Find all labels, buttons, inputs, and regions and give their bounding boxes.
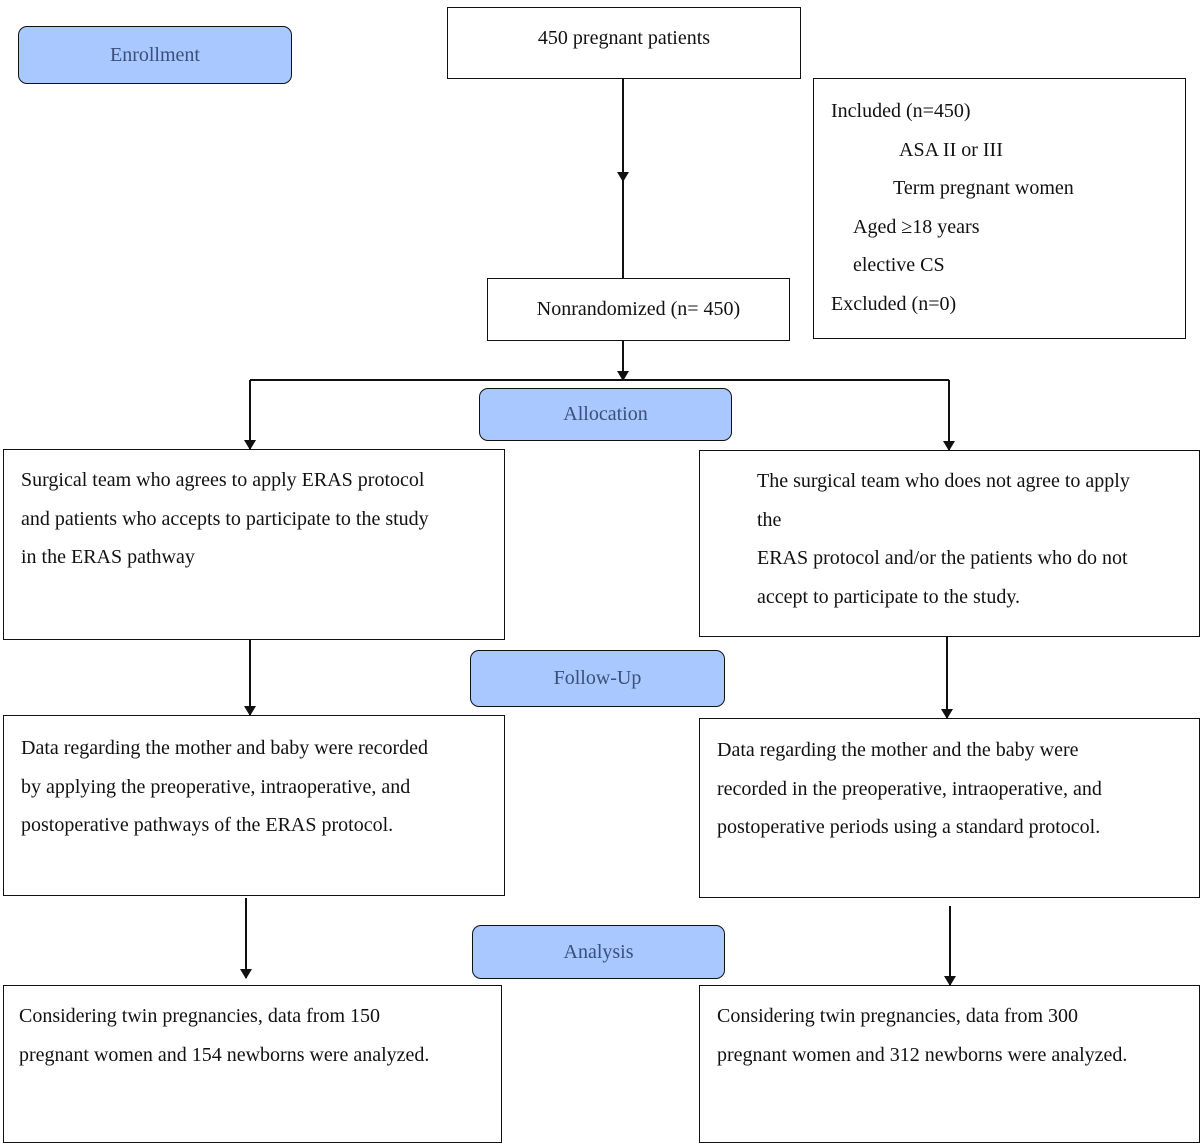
criterion-term: Term pregnant women [893, 177, 1074, 199]
followup-eras-line: by applying the preoperative, intraopera… [21, 775, 411, 798]
allocation-eras-line: and patients who accepts to participate … [21, 507, 429, 530]
allocation-standard-line: accept to participate to the study. [757, 585, 1021, 608]
stage-follow-up: Follow-Up [470, 650, 725, 707]
followup-eras-box: Data regarding the mother and baby were … [3, 715, 505, 896]
allocation-standard-line: the [757, 508, 782, 531]
total-patients-text: 450 pregnant patients [537, 26, 711, 49]
stage-analysis: Analysis [472, 925, 725, 979]
analysis-eras-line: pregnant women and 154 newborns were ana… [19, 1043, 430, 1066]
allocation-eras-box: Surgical team who agrees to apply ERAS p… [3, 449, 505, 640]
analysis-eras-line: Considering twin pregnancies, data from … [19, 1005, 381, 1027]
followup-standard-line: postoperative periods using a standard p… [717, 816, 1101, 838]
stage-allocation: Allocation [479, 388, 732, 441]
analysis-standard-line: Considering twin pregnancies, data from … [717, 1005, 1079, 1027]
included-count: Included (n=450) [831, 100, 971, 122]
followup-eras-line: Data regarding the mother and baby were … [21, 737, 429, 759]
analysis-standard-box: Considering twin pregnancies, data from … [699, 985, 1200, 1143]
followup-eras-line: postoperative pathways of the ERAS proto… [21, 814, 394, 836]
analysis-eras-box: Considering twin pregnancies, data from … [3, 985, 502, 1143]
stage-enrollment: Enrollment [18, 26, 292, 84]
excluded-count: Excluded (n=0) [831, 292, 957, 315]
allocation-standard-line: The surgical team who does not agree to … [757, 470, 1130, 492]
followup-standard-line: recorded in the preoperative, intraopera… [717, 777, 1102, 800]
total-patients-box: 450 pregnant patients [447, 7, 801, 79]
allocation-eras-line: Surgical team who agrees to apply ERAS p… [21, 469, 425, 491]
analysis-standard-line: pregnant women and 312 newborns were ana… [717, 1043, 1128, 1066]
criterion-age: Aged ≥18 years [853, 215, 980, 238]
criterion-asa: ASA II or III [899, 138, 1003, 161]
eligibility-criteria-box: Included (n=450) ASA II or III Term preg… [813, 78, 1186, 339]
nonrandomized-text: Nonrandomized (n= 450) [536, 298, 741, 320]
allocation-eras-line: in the ERAS pathway [21, 546, 195, 568]
allocation-standard-box: The surgical team who does not agree to … [699, 450, 1200, 637]
followup-standard-box: Data regarding the mother and the baby w… [699, 718, 1200, 898]
criterion-elective: elective CS [853, 254, 945, 276]
nonrandomized-box: Nonrandomized (n= 450) [487, 278, 790, 341]
followup-standard-line: Data regarding the mother and the baby w… [717, 739, 1079, 761]
allocation-standard-line: ERAS protocol and/or the patients who do… [757, 547, 1128, 569]
